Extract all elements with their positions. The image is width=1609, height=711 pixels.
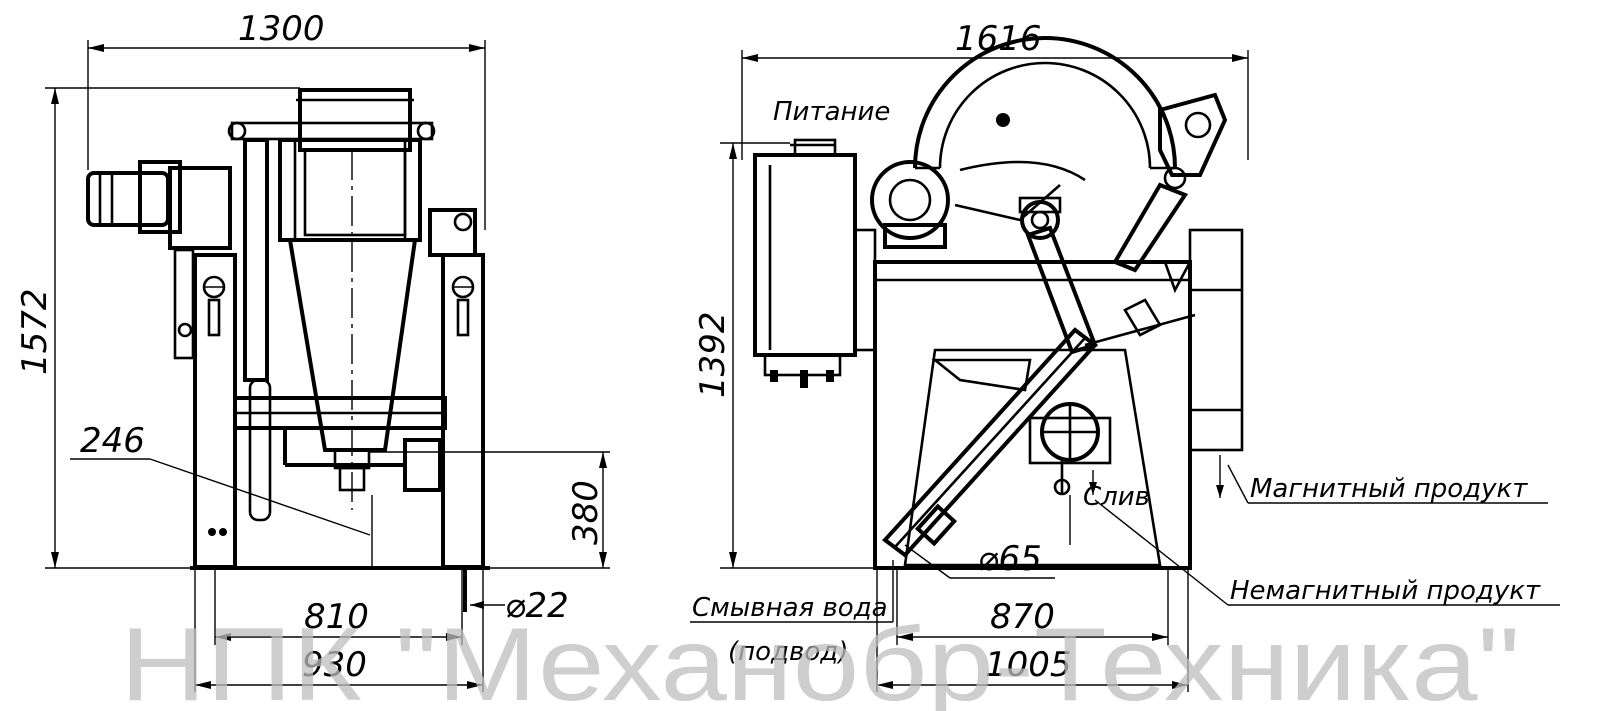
dim-label: 930 bbox=[302, 645, 367, 685]
dim-height-1392: 1392 bbox=[693, 142, 880, 569]
dim-label: 380 bbox=[566, 480, 606, 545]
dim-height-380: 380 bbox=[370, 451, 610, 569]
drain-callout: Слив bbox=[1083, 470, 1150, 512]
dim-label: 246 bbox=[80, 421, 145, 461]
dim-diameter-65: ⌀65 bbox=[904, 539, 1055, 579]
dim-label: 1572 bbox=[15, 288, 55, 375]
front-view: 1300 1572 bbox=[15, 9, 610, 692]
dim-label: 1300 bbox=[238, 9, 325, 49]
label-feed: Питание bbox=[773, 97, 890, 127]
label-wash-water-supply: (подвод) bbox=[728, 637, 848, 667]
label-wash-water: Смывная вода bbox=[692, 593, 888, 623]
dim-diameter-22: ⌀22 bbox=[470, 586, 569, 626]
dim-label: 810 bbox=[304, 597, 369, 637]
dim-offset-246: 246 bbox=[70, 421, 373, 568]
watermark-text: НПК "Механобр-Техника" bbox=[120, 607, 1520, 711]
side-view: 1616 1392 bbox=[690, 19, 1560, 692]
dim-base-1005: 1005 bbox=[876, 568, 1189, 692]
wash-water-callout: Смывная вода (подвод) bbox=[690, 560, 894, 667]
dim-height-1572: 1572 bbox=[15, 87, 300, 569]
dim-base-870: 870 bbox=[896, 568, 1169, 645]
dim-label: 1005 bbox=[985, 645, 1072, 685]
label-drain: Слив bbox=[1083, 482, 1150, 512]
dim-label: 870 bbox=[990, 597, 1055, 637]
label-magnetic-product: Магнитный продукт bbox=[1250, 474, 1528, 504]
dim-label: 1392 bbox=[693, 311, 733, 398]
dim-label: ⌀22 bbox=[505, 586, 569, 626]
nonmagnetic-product-callout: Немагнитный продукт bbox=[1069, 495, 1560, 606]
dim-base-930: 930 bbox=[194, 568, 484, 692]
dim-base-810: 810 bbox=[214, 568, 463, 645]
magnetic-product-callout: Магнитный продукт bbox=[1216, 455, 1548, 504]
dim-label: ⌀65 bbox=[978, 539, 1042, 579]
machine-side bbox=[753, 36, 1244, 570]
machine-front bbox=[86, 88, 490, 612]
label-nonmagnetic-product: Немагнитный продукт bbox=[1230, 576, 1541, 606]
dim-width-1300: 1300 bbox=[87, 9, 486, 230]
